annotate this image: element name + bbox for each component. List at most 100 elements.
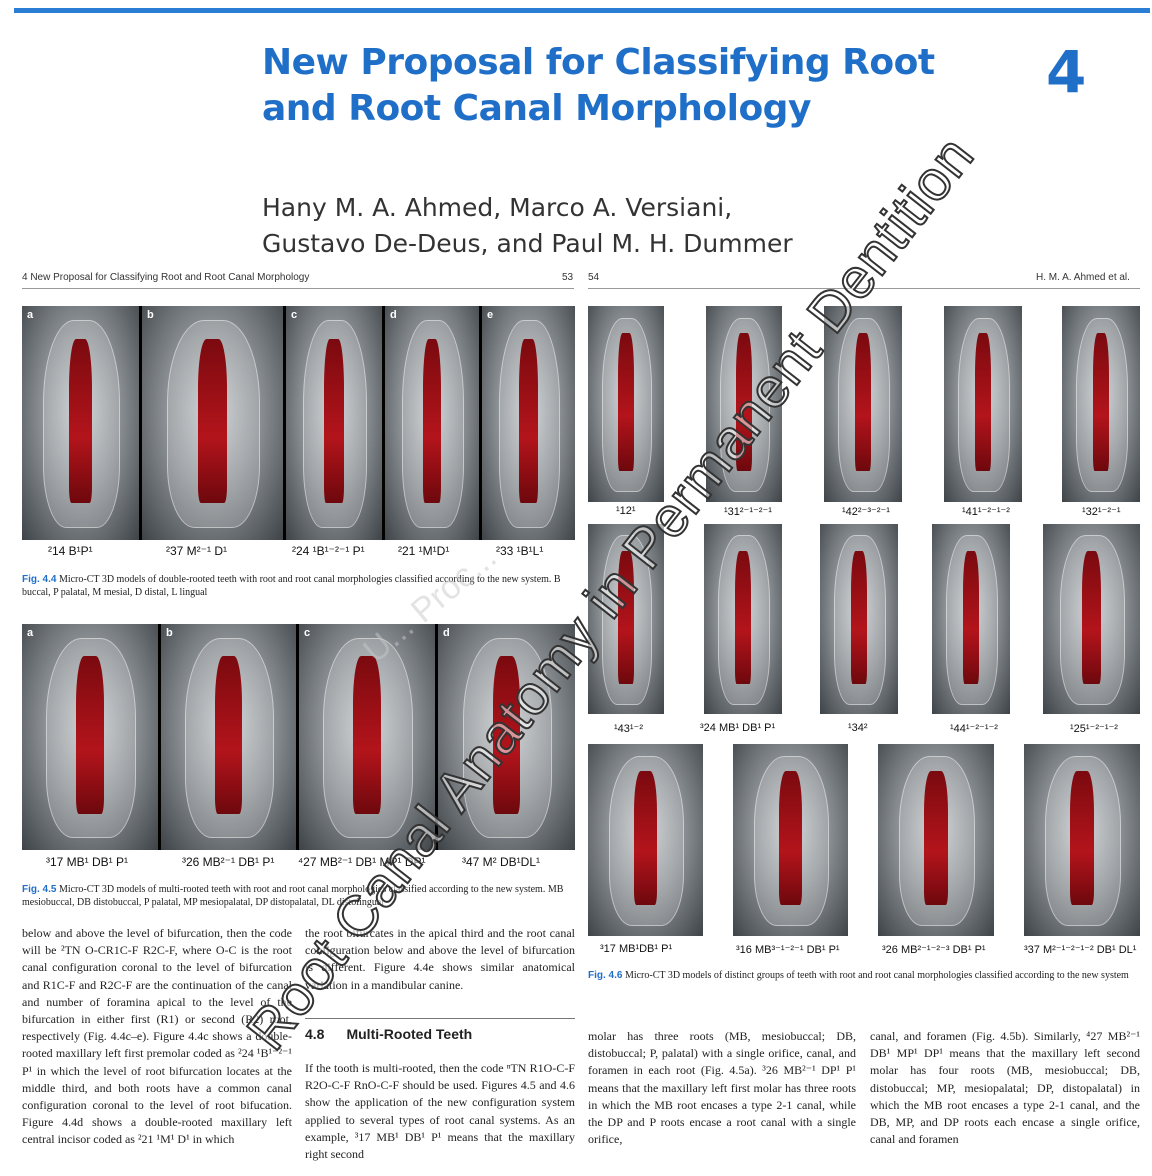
chapter-title-line-2: and Root Canal Morphology	[262, 88, 811, 129]
fig46-panel	[588, 524, 664, 714]
figure-4-5: a b c d	[22, 624, 575, 850]
left-page-column-1: below and above the level of bifurcation…	[22, 926, 292, 1147]
figure-4-6-row-1	[588, 306, 1140, 502]
fig44-label-c: ²24 ¹B¹⁻²⁻¹ P¹	[292, 544, 365, 558]
fig46-row1-label: ¹32¹⁻²⁻¹	[1082, 506, 1121, 518]
root-canal-shape	[519, 338, 538, 503]
fig44-label-a: ²14 B¹P¹	[48, 544, 93, 558]
fig46-panel	[1043, 524, 1140, 714]
fig44-panel-letter: d	[390, 309, 397, 321]
left-page-column-2: the root bifurcates in the apical third …	[305, 926, 575, 992]
fig45-panel-a: a	[22, 624, 158, 850]
fig44-caption-text: Micro-CT 3D models of double-rooted teet…	[22, 574, 561, 598]
root-canal-shape	[963, 550, 979, 684]
fig46-panel	[878, 744, 994, 936]
fig45-caption: Fig. 4.5 Micro-CT 3D models of multi-roo…	[22, 883, 575, 909]
fig44-label-b: ²37 M²⁻¹ D¹	[166, 544, 227, 558]
fig45-panel-c: c	[299, 624, 435, 850]
fig45-panel-letter: c	[304, 627, 311, 639]
fig46-row2-label: ³24 MB¹ DB¹ P¹	[700, 722, 776, 734]
fig45-caption-label: Fig. 4.5	[22, 884, 57, 895]
fig46-row3-label: ³37 M²⁻¹⁻²⁻¹⁻² DB¹ DL¹	[1024, 944, 1137, 956]
fig46-caption-label: Fig. 4.6	[588, 970, 623, 981]
root-canal-shape	[975, 333, 991, 471]
chapter-title: New Proposal for Classifying Root and Ro…	[262, 40, 935, 132]
root-canal-shape	[618, 550, 634, 684]
fig46-row3-label: ³16 MB³⁻¹⁻²⁻¹ DB¹ P¹	[736, 944, 840, 956]
fig44-label-d: ²21 ¹M¹D¹	[398, 544, 450, 558]
root-canal-shape	[1081, 550, 1102, 684]
root-canal-shape	[422, 338, 442, 503]
fig46-row1-label: ¹12¹	[616, 505, 636, 517]
fig44-panel-e: e	[482, 306, 575, 540]
root-canal-shape	[851, 550, 867, 684]
right-header-rule	[588, 288, 1140, 289]
fig45-panel-b: b	[161, 624, 296, 850]
fig46-panel	[588, 744, 703, 936]
root-canal-shape	[924, 770, 948, 906]
fig45-panel-letter: b	[166, 627, 173, 639]
section-heading: 4.8 Multi-Rooted Teeth	[305, 1026, 472, 1042]
fig45-caption-text: Micro-CT 3D models of multi-rooted teeth…	[22, 884, 564, 908]
root-canal-shape	[324, 338, 344, 503]
fig45-label-d: ³47 M² DB¹DL¹	[462, 855, 541, 869]
fig46-panel	[820, 524, 898, 714]
root-canal-shape	[198, 338, 227, 503]
figure-4-6-row-2	[588, 524, 1140, 714]
section-rule	[305, 1018, 575, 1019]
root-canal-shape	[855, 333, 871, 471]
figure-4-4: a b c d e	[22, 306, 575, 540]
fig46-row2-label: ¹34²	[848, 722, 868, 734]
root-canal-shape	[618, 333, 634, 471]
root-canal-shape	[736, 333, 752, 471]
fig46-panel	[733, 744, 848, 936]
section-title: Multi-Rooted Teeth	[346, 1026, 473, 1042]
fig46-row3-label: ³17 MB¹DB¹ P¹	[600, 943, 673, 955]
fig44-panel-b: b	[142, 306, 283, 540]
fig44-panel-d: d	[385, 306, 479, 540]
fig45-label-c: ⁴27 MB²⁻¹ DB¹ MP¹ DP¹	[298, 855, 426, 869]
fig45-label-a: ³17 MB¹ DB¹ P¹	[46, 855, 129, 869]
fig46-row1-label: ¹41¹⁻²⁻¹⁻²	[962, 506, 1010, 518]
fig46-row1-label: ¹42²⁻³⁻²⁻¹	[842, 506, 890, 518]
root-canal-shape	[735, 550, 751, 684]
fig46-panel	[1062, 306, 1140, 502]
left-page-column-2-continued: If the tooth is multi-rooted, then the c…	[305, 1061, 575, 1162]
fig46-caption: Fig. 4.6 Micro-CT 3D models of distinct …	[588, 969, 1140, 982]
fig44-panel-letter: e	[487, 309, 494, 321]
fig46-row3-label: ³26 MB²⁻¹⁻²⁻³ DB¹ P¹	[882, 944, 986, 956]
root-canal-shape	[68, 338, 93, 503]
section-number: 4.8	[305, 1026, 325, 1042]
root-canal-shape	[215, 655, 242, 814]
root-canal-shape	[634, 770, 657, 906]
chapter-number: 4	[1046, 38, 1087, 106]
author-line-2: Gustavo De-Deus, and Paul M. H. Dummer	[262, 229, 793, 258]
left-page-number: 53	[562, 272, 574, 283]
figure-4-6-row-3	[588, 744, 1140, 936]
fig46-row2-label: ¹25¹⁻²⁻¹⁻²	[1070, 723, 1118, 735]
root-canal-shape	[492, 655, 521, 814]
root-canal-shape	[1070, 770, 1094, 906]
right-page-column-1: molar has three roots (MB, mesiobuccal; …	[588, 1029, 856, 1147]
fig46-panel	[704, 524, 782, 714]
author-line-1: Hany M. A. Ahmed, Marco A. Versiani,	[262, 193, 733, 222]
fig45-label-b: ³26 MB²⁻¹ DB¹ P¹	[182, 855, 275, 869]
fig46-panel	[932, 524, 1010, 714]
left-running-head: 4 New Proposal for Classifying Root and …	[22, 272, 310, 283]
fig46-panel	[824, 306, 902, 502]
top-color-bar	[14, 8, 1150, 13]
right-running-head: H. M. A. Ahmed et al.	[1036, 272, 1130, 283]
root-canal-shape	[1093, 333, 1109, 471]
fig46-panel	[944, 306, 1022, 502]
fig45-panel-letter: a	[27, 627, 34, 639]
root-canal-shape	[76, 655, 104, 814]
fig44-panel-c: c	[286, 306, 382, 540]
fig44-panel-a: a	[22, 306, 139, 540]
fig46-row2-label: ¹43¹⁻²	[614, 723, 644, 735]
fig46-row2-label: ¹44¹⁻²⁻¹⁻²	[950, 723, 998, 735]
right-page-column-2: canal, and foramen (Fig. 4.5b). Similarl…	[870, 1029, 1140, 1147]
root-canal-shape	[353, 655, 381, 814]
right-page-number: 54	[588, 272, 600, 283]
fig46-panel	[1024, 744, 1140, 936]
fig44-caption-label: Fig. 4.4	[22, 574, 57, 585]
